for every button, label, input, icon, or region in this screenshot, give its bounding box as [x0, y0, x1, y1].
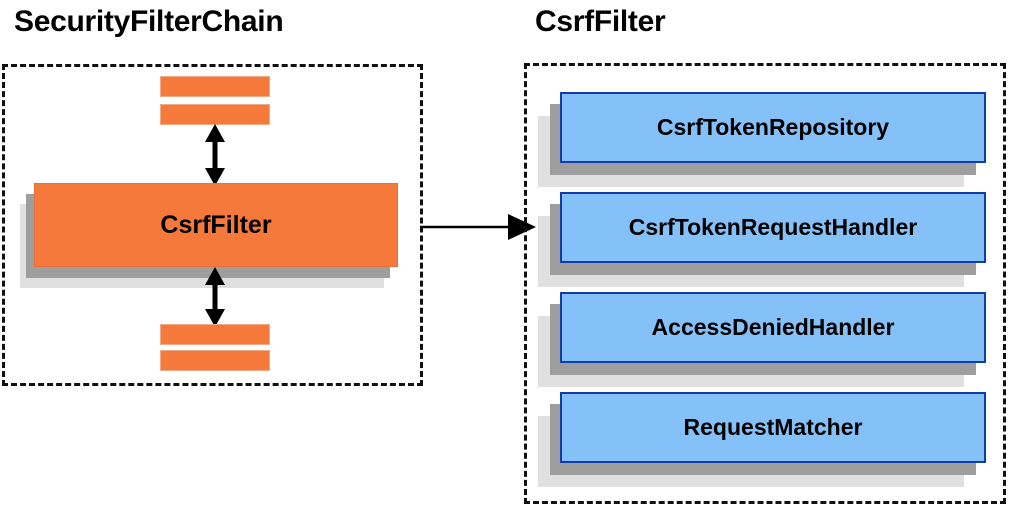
filter-bar-top-1-face [160, 76, 270, 97]
node-access-denied-handler-label: AccessDeniedHandler [651, 314, 895, 340]
node-access-denied-handler-face: AccessDeniedHandler [560, 292, 986, 363]
filter-bar-top-2 [160, 104, 270, 125]
panel-title-security-filter-chain: SecurityFilterChain [14, 5, 284, 38]
csrf-filter-container [524, 63, 1006, 504]
filter-bar-top-2-face [160, 104, 270, 125]
filter-bar-bottom-2 [160, 350, 270, 371]
node-csrf-filter[interactable]: CsrfFilter [20, 183, 398, 288]
filter-bar-bottom-2-face [160, 350, 270, 371]
filter-bar-bottom-1-face [160, 324, 270, 345]
arrow-chain-to-csrf [420, 214, 536, 240]
arrow-up-down-bottom [205, 267, 225, 327]
filter-bar-bottom-1 [160, 324, 270, 345]
security-filter-chain-container [2, 64, 423, 386]
node-request-matcher[interactable]: RequestMatcher [538, 392, 986, 487]
node-csrf-filter-face: CsrfFilter [34, 183, 398, 267]
filter-bar-top-1 [160, 76, 270, 97]
node-csrf-token-request-handler-label: CsrfTokenRequestHandler [628, 214, 918, 240]
node-csrf-token-request-handler[interactable]: CsrfTokenRequestHandler [538, 192, 986, 287]
node-csrf-token-repository-label: CsrfTokenRepository [656, 114, 890, 140]
node-csrf-filter-label: CsrfFilter [160, 210, 272, 239]
panel-title-csrf-filter: CsrfFilter [535, 5, 666, 38]
node-csrf-token-request-handler-face: CsrfTokenRequestHandler [560, 192, 986, 263]
node-access-denied-handler[interactable]: AccessDeniedHandler [538, 292, 986, 387]
node-request-matcher-label: RequestMatcher [683, 414, 863, 440]
node-csrf-token-repository-face: CsrfTokenRepository [560, 92, 986, 163]
node-csrf-token-repository[interactable]: CsrfTokenRepository [538, 92, 986, 187]
arrow-up-down-top [205, 124, 225, 186]
node-request-matcher-face: RequestMatcher [560, 392, 986, 463]
